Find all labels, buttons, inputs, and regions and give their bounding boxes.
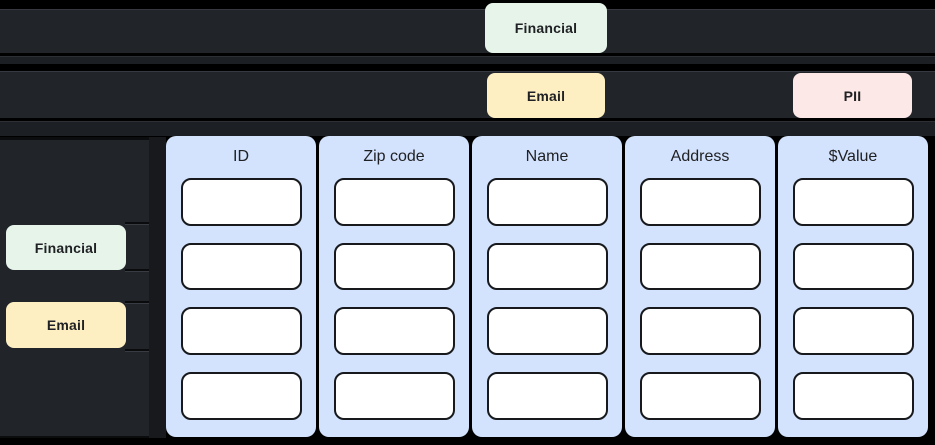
table-cell: [180, 307, 302, 356]
table-cell: [486, 177, 608, 226]
table-cell: [639, 177, 761, 226]
table-cell: [333, 372, 455, 421]
column-value: $Value: [778, 136, 928, 437]
tag-financial-row: Financial: [6, 225, 126, 270]
stream-substrip-top: [0, 56, 935, 64]
row-panel: [0, 137, 150, 438]
table-cell: [486, 242, 608, 291]
column-header: Address: [670, 147, 730, 165]
column-header: ID: [233, 147, 249, 165]
table-cell: [639, 242, 761, 291]
column-address: Address: [625, 136, 775, 437]
table-cell: [333, 307, 455, 356]
column-header: Name: [525, 147, 569, 165]
column-header: Zip code: [363, 147, 425, 165]
table-cell: [792, 372, 914, 421]
table-cell: [792, 177, 914, 226]
tag-pii-stream: PII: [793, 73, 912, 118]
table-cell: [333, 177, 455, 226]
tag-financial-stream: Financial: [485, 3, 607, 53]
column-name: Name: [472, 136, 622, 437]
row-edge-line: [125, 222, 149, 225]
table-cell: [180, 372, 302, 421]
column-header: $Value: [828, 147, 878, 165]
table-cell: [180, 177, 302, 226]
stream-lane-bottom: [0, 71, 935, 118]
table-cell: [486, 372, 608, 421]
table-cell: [486, 307, 608, 356]
column-id: ID: [166, 136, 316, 437]
stream-lane-top: [0, 9, 935, 53]
table-cell: [792, 242, 914, 291]
data-table: ID Zip code Name Address $Value: [166, 136, 928, 437]
tag-email-row: Email: [6, 302, 126, 348]
row-panel-gutter: [149, 137, 166, 438]
table-cell: [180, 242, 302, 291]
stream-substrip-bottom: [0, 121, 935, 136]
tag-email-stream: Email: [487, 73, 605, 118]
row-edge-line: [125, 349, 149, 352]
table-cell: [792, 307, 914, 356]
row-edge-line: [125, 269, 149, 272]
table-cell: [639, 307, 761, 356]
table-cell: [333, 242, 455, 291]
row-edge-line: [125, 301, 149, 304]
table-cell: [639, 372, 761, 421]
column-zip-code: Zip code: [319, 136, 469, 437]
